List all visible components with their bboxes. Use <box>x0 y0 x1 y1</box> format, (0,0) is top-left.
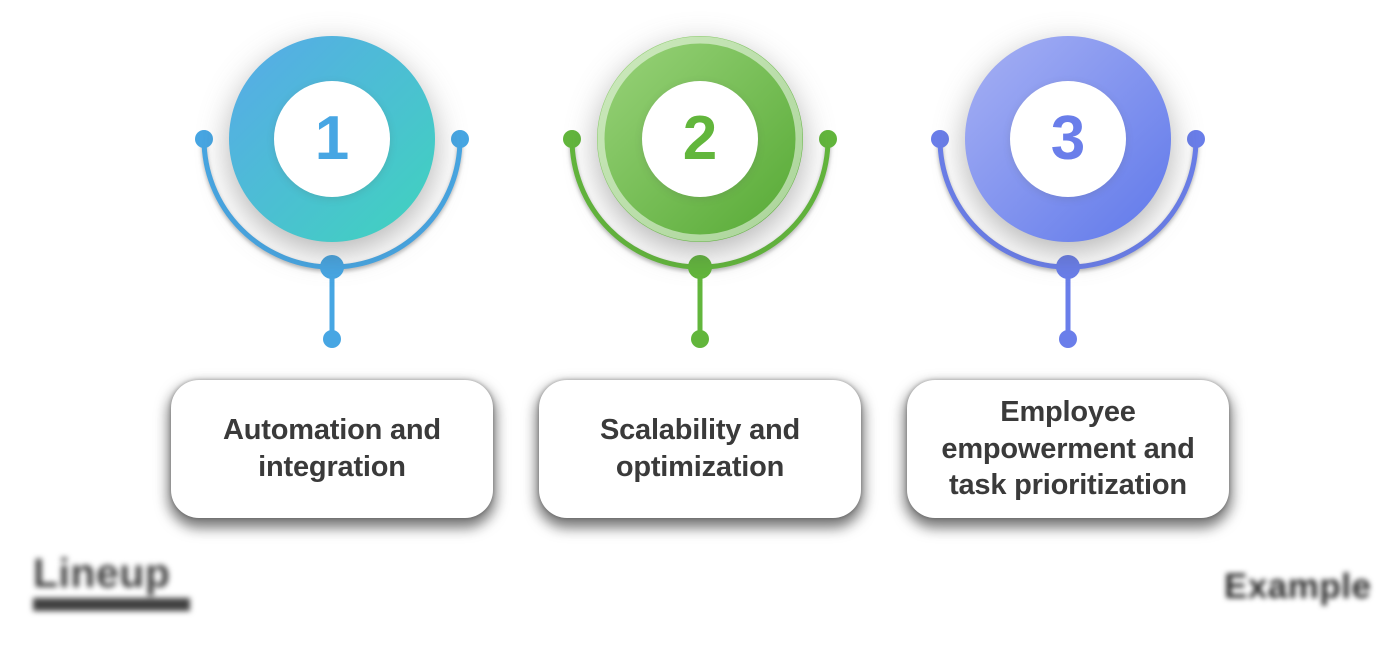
step-number: 3 <box>1050 104 1086 173</box>
left-logo-blurred: Lineup <box>33 550 190 612</box>
step-card-label: Scalability and optimization <box>599 414 801 483</box>
right-logo-text: Example <box>1224 567 1372 606</box>
arc-end-dot-left <box>195 130 213 148</box>
step-number-badge: 2 <box>642 81 758 197</box>
left-logo-text: Lineup <box>33 550 171 596</box>
step-circle-highlight-ring <box>597 36 803 242</box>
step-card-label: Employee empowerment and task prioritiza… <box>941 396 1195 502</box>
stem-bottom-dot <box>691 330 709 348</box>
stem-bottom-dot <box>323 330 341 348</box>
arc-end-dot-left <box>563 130 581 148</box>
arc-end-dot-left <box>931 130 949 148</box>
step-group-2: 2 Scalability and optimization <box>535 0 865 560</box>
left-logo-underline-bar <box>33 598 190 612</box>
step-number-badge: 3 <box>1010 81 1126 197</box>
right-logo-blurred: Example <box>1224 567 1372 607</box>
step-group-3: 3 Employee empowerment and task prioriti… <box>903 0 1233 560</box>
arc-end-dot-right <box>451 130 469 148</box>
arc-end-dot-right <box>1187 130 1205 148</box>
step-card: Employee empowerment and task prioritiza… <box>907 380 1229 518</box>
stem-bottom-dot <box>1059 330 1077 348</box>
step-number: 2 <box>682 104 718 173</box>
arc-end-dot-right <box>819 130 837 148</box>
step-number: 1 <box>314 104 350 173</box>
step-number-badge: 1 <box>274 81 390 197</box>
stem-top-dot <box>1056 255 1080 279</box>
step-card: Automation and integration <box>171 380 493 518</box>
step-card: Scalability and optimization <box>539 380 861 518</box>
step-group-1: 1 Automation and integration <box>167 0 497 560</box>
stem-top-dot <box>320 255 344 279</box>
step-card-label: Automation and integration <box>223 414 441 483</box>
stem-top-dot <box>688 255 712 279</box>
